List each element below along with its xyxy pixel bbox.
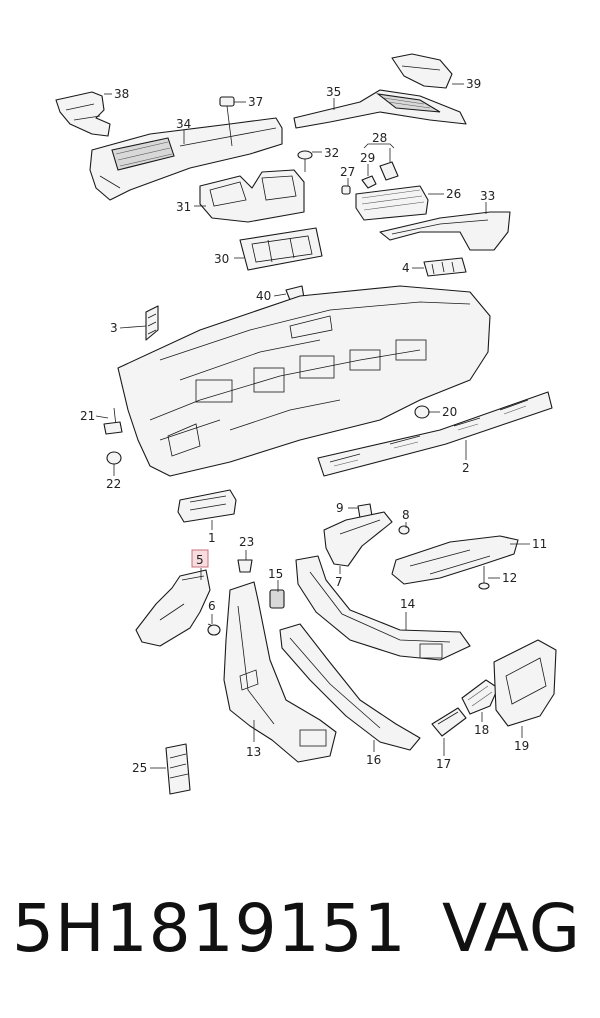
callout-25: 25	[132, 761, 147, 775]
part-6-screw	[207, 623, 221, 636]
callout-17: 17	[436, 757, 451, 771]
part-11-panel	[391, 535, 519, 585]
callout-21: 21	[80, 409, 95, 423]
callout-9: 9	[336, 501, 344, 515]
callout-22: 22	[106, 477, 121, 491]
callout-38: 38	[114, 87, 129, 101]
part-29-clip	[361, 175, 377, 189]
part-18-vent	[461, 679, 499, 715]
callout-13: 13	[246, 745, 261, 759]
callout-18: 18	[474, 723, 489, 737]
part-39-bracket	[391, 53, 453, 89]
callout-23: 23	[239, 535, 254, 549]
callout-11: 11	[532, 537, 547, 551]
brand-name: VAG	[442, 890, 582, 967]
callout-14: 14	[400, 597, 415, 611]
callout-35: 35	[326, 85, 341, 99]
part-7-bracket	[323, 511, 393, 567]
part-22-cap	[106, 451, 122, 465]
part-15-clip	[269, 589, 285, 609]
callout-34: 34	[176, 117, 191, 131]
part-2-vent-strip	[317, 391, 553, 477]
callout-39: 39	[466, 77, 481, 91]
callout-8: 8	[402, 508, 410, 522]
part-5-air-duct	[135, 569, 211, 647]
part-4-vent	[423, 257, 467, 277]
part-1-vent	[177, 489, 237, 523]
callout-33: 33	[480, 189, 495, 203]
part-19-housing	[493, 639, 557, 727]
callout-31: 31	[176, 200, 191, 214]
part-16-duct	[279, 623, 421, 751]
highlight-box-5	[191, 549, 209, 568]
part-26-filter	[355, 185, 429, 221]
callout-40: 40	[256, 289, 271, 303]
callout-4: 4	[402, 261, 410, 275]
part-8-screw	[398, 525, 410, 535]
part-25-vent	[165, 743, 191, 795]
callout-2: 2	[462, 461, 470, 475]
part-20-plug	[414, 405, 430, 419]
callout-1: 1	[208, 531, 216, 545]
callout-5: 5	[196, 553, 204, 567]
part-34-cowl-panel	[89, 117, 283, 201]
callout-26: 26	[446, 187, 461, 201]
dashboard-body	[117, 285, 491, 477]
part-12-screw	[478, 566, 490, 590]
callout-32: 32	[324, 146, 339, 160]
callout-29: 29	[360, 151, 375, 165]
part-30-frame	[239, 227, 323, 271]
part-31-duct-frame	[199, 169, 305, 223]
callout-27: 27	[340, 165, 355, 179]
part-14-duct	[295, 555, 471, 661]
callout-30: 30	[214, 252, 229, 266]
callout-28: 28	[372, 131, 387, 145]
parts-exploded-diagram: 38 34 37 35 39 32 28 29 27 26 33 31 30 4…	[55, 53, 557, 795]
part-32-screw	[297, 150, 313, 172]
part-23-clip	[237, 559, 253, 573]
callout-6: 6	[208, 599, 216, 613]
leader-lines	[95, 83, 530, 769]
part-38-bracket	[55, 91, 111, 137]
callout-7: 7	[335, 575, 343, 589]
callout-20: 20	[442, 405, 457, 419]
callout-37: 37	[248, 95, 263, 109]
callout-labels: 38 34 37 35 39 32 28 29 27 26 33 31 30 4…	[80, 77, 547, 775]
part-number: 5H1819151	[12, 890, 407, 967]
callout-3: 3	[110, 321, 118, 335]
callout-19: 19	[514, 739, 529, 753]
part-35-cowl-panel	[293, 89, 467, 129]
callout-16: 16	[366, 753, 381, 767]
part-13-duct	[223, 581, 337, 763]
part-33-trim	[379, 211, 511, 251]
part-27-clip	[341, 185, 351, 195]
part-17-vent	[431, 707, 467, 737]
part-37-clip	[219, 96, 235, 147]
callout-15: 15	[268, 567, 283, 581]
part-28-clip	[379, 161, 399, 181]
callout-12: 12	[502, 571, 517, 585]
part-3-side-vent	[145, 305, 159, 341]
part-21-bracket	[103, 407, 123, 435]
